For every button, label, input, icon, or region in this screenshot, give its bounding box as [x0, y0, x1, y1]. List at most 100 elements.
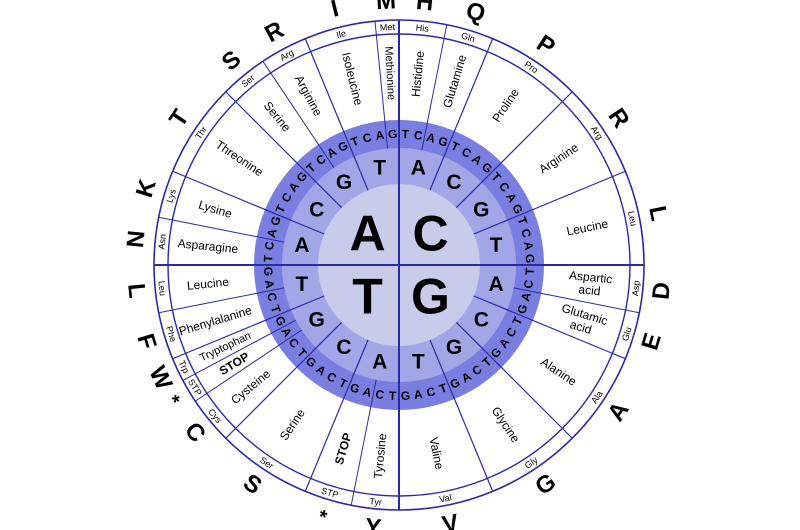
second-base-T: T: [373, 156, 386, 179]
third-base-C: C: [262, 240, 277, 251]
amino-acid-letter-code: N: [122, 229, 151, 249]
amino-acid-letter-code: E: [636, 330, 666, 353]
third-base-A: A: [361, 384, 373, 400]
third-base-C: C: [518, 227, 534, 239]
second-base-divider: [473, 170, 626, 235]
third-base-G: G: [514, 302, 530, 316]
third-base-A: A: [262, 279, 277, 290]
amino-acid-letter-code: Q: [463, 0, 489, 28]
divider-lines: [154, 20, 644, 510]
second-base-divider: [455, 321, 573, 439]
second-base-divider: [172, 295, 325, 360]
amino-acid-name: Tyrosine: [371, 433, 389, 480]
second-base-T: T: [490, 234, 503, 257]
amino-acid-abbreviation: Lys: [164, 187, 178, 203]
amino-acid-abbreviation: Val: [438, 492, 452, 504]
third-base-A: A: [518, 291, 534, 303]
text-line: acid: [568, 317, 593, 337]
third-base-A: A: [521, 240, 536, 251]
amino-acid-name: Valine: [426, 436, 446, 471]
amino-acid-letter-code: T: [164, 104, 195, 131]
second-base-divider: [429, 38, 494, 191]
amino-acid-letter-code: D: [647, 281, 676, 301]
third-base-C: C: [264, 291, 280, 303]
amino-acid-divider: [158, 287, 285, 314]
amino-acid-abbreviation: His: [415, 23, 429, 34]
first-base-T: T: [352, 269, 383, 325]
amino-acid-divider: [374, 21, 389, 149]
third-base-C: C: [374, 387, 385, 402]
stop-symbol: *: [161, 392, 184, 410]
amino-acid-abbreviation: Tyr: [369, 496, 382, 507]
third-base-C: C: [521, 279, 536, 290]
amino-acid-name: Methionine: [382, 46, 397, 100]
third-base-G: G: [348, 380, 362, 396]
second-base-T: T: [295, 273, 308, 296]
amino-acid-letter-code: P: [532, 30, 560, 61]
third-base-C: C: [413, 128, 424, 143]
third-base-C: C: [425, 384, 437, 400]
amino-acid-divider: [195, 329, 302, 402]
amino-acid-letter-code: G: [530, 468, 561, 501]
amino-acid-letter-code: A: [602, 397, 634, 426]
amino-acid-abbreviation: STP: [320, 485, 340, 500]
text-line: acid: [578, 282, 601, 298]
amino-acid-abbreviation: Leu: [626, 210, 639, 227]
third-base-C: C: [361, 130, 373, 146]
first-base-A: A: [349, 205, 385, 261]
amino-acid-abbreviation: Met: [380, 22, 396, 33]
third-base-A: A: [425, 130, 437, 146]
third-base-T: T: [389, 389, 398, 403]
second-base-G: G: [446, 336, 462, 359]
amino-acid-letter-code: L: [122, 282, 150, 299]
amino-acid-divider: [262, 61, 335, 168]
amino-acid-letter-code: V: [440, 509, 461, 530]
amino-acid-abbreviation: Ile: [335, 28, 347, 40]
second-base-divider: [304, 38, 369, 191]
second-base-A: A: [294, 234, 309, 257]
first-base-G: G: [411, 269, 450, 325]
amino-acid-letter-code: R: [602, 104, 634, 133]
third-base-G: G: [400, 389, 410, 403]
amino-acid-name: Asparagine: [177, 236, 239, 256]
second-base-divider: [225, 321, 343, 439]
amino-acid-letter-code: I: [328, 0, 341, 23]
amino-acid-name: Histidine: [409, 50, 427, 97]
second-base-divider: [455, 91, 573, 209]
amino-acid-divider: [421, 24, 448, 151]
stop-symbol: *: [315, 506, 329, 529]
second-base-divider: [225, 91, 343, 209]
third-base-A: A: [374, 128, 385, 143]
amino-acid-letter-code: R: [261, 16, 289, 48]
amino-acid-letter-code: S: [238, 469, 266, 500]
second-base-C: C: [474, 309, 489, 332]
second-base-C: C: [336, 336, 351, 359]
amino-acid-letter-code: L: [643, 204, 672, 224]
second-base-divider: [429, 339, 494, 492]
second-base-G: G: [309, 309, 325, 332]
third-base-G: G: [436, 133, 450, 149]
amino-acid-abbreviation: Asp: [630, 280, 641, 296]
amino-acid-abbreviation: Asn: [156, 233, 167, 249]
third-base-T: T: [261, 254, 275, 263]
second-base-A: A: [411, 156, 426, 179]
amino-acid-letter-code: S: [217, 45, 247, 76]
text-line: Aspartic: [568, 268, 613, 286]
amino-acid-abbreviation: Leu: [156, 280, 167, 296]
second-base-C: C: [309, 198, 324, 221]
third-base-G: G: [523, 254, 537, 264]
amino-acid-divider: [158, 216, 285, 243]
third-base-A: A: [413, 387, 424, 402]
amino-acid-abbreviation: Gln: [460, 30, 476, 44]
second-base-G: G: [336, 171, 352, 194]
amino-acid-divider: [182, 319, 297, 381]
second-base-T: T: [412, 351, 425, 374]
second-base-divider: [304, 339, 369, 492]
amino-acid-letter-code: H: [415, 0, 435, 17]
second-base-C: C: [446, 171, 461, 194]
amino-acid-divider: [350, 379, 377, 506]
amino-acid-letter-code: F: [131, 331, 161, 353]
amino-acid-letter-code: C: [179, 417, 211, 448]
amino-acid-abbreviation: Glu: [620, 326, 634, 342]
